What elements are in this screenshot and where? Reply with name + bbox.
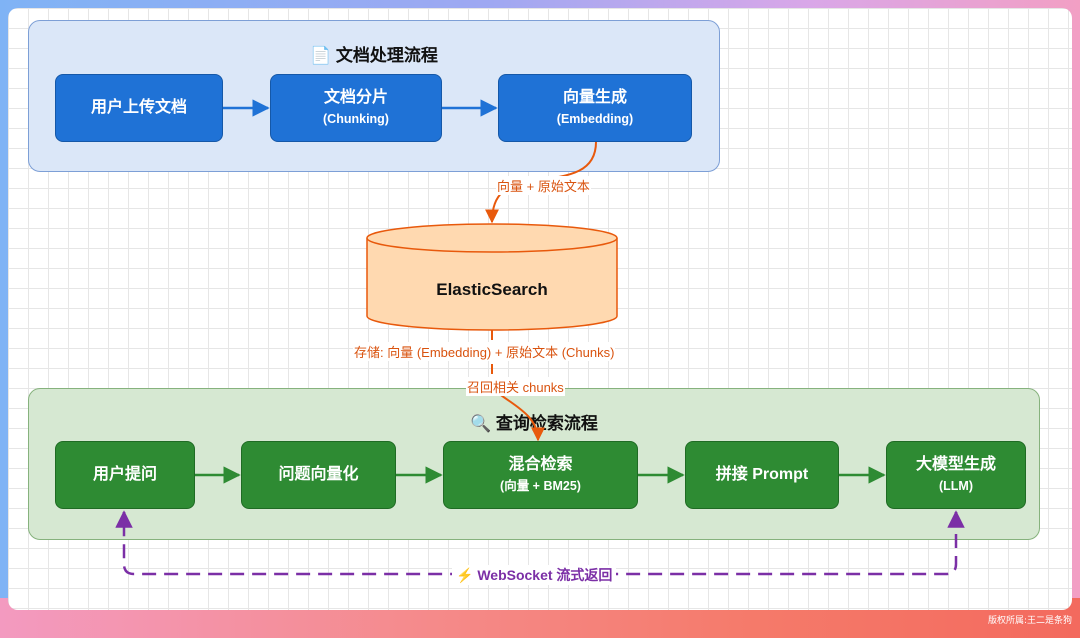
diagram-edges: [115, 99, 965, 576]
node-build-prompt-label: 拼接 Prompt: [715, 466, 809, 483]
node-llm-generate-sublabel: (LLM): [938, 479, 973, 493]
node-chunking-sublabel: (Chunking): [323, 112, 389, 126]
node-hybrid-search-sublabel: (向量 + BM25): [500, 479, 581, 493]
node-hybrid-search[interactable]: 混合检索 (向量 + BM25): [443, 441, 638, 509]
query-group: 🔍 查询检索流程: [28, 388, 1040, 540]
node-hybrid-search-label: 混合检索: [508, 456, 573, 473]
node-question-vectorize-label: 问题向量化: [278, 466, 359, 483]
node-upload-document-label: 用户上传文档: [90, 99, 187, 116]
node-embedding-label: 向量生成: [562, 89, 627, 106]
edge-label-storage: 存储: 向量 (Embedding) + 原始文本 (Chunks): [353, 342, 616, 361]
node-build-prompt[interactable]: 拼接 Prompt: [685, 441, 839, 509]
node-user-question-label: 用户提问: [92, 466, 157, 483]
node-chunking-label: 文档分片: [323, 89, 388, 106]
watermark-text: 版权所属:王二是条狗: [987, 616, 1072, 626]
edge-label-to-es: 向量 + 原始文本: [496, 176, 591, 195]
elasticsearch-label: ElasticSearch: [436, 280, 548, 299]
node-embedding[interactable]: 向量生成 (Embedding): [498, 74, 692, 142]
diagram-canvas: 📄 文档处理流程 🔍 查询检索流程 用户上传文档 文档分片 (Chunking)…: [8, 8, 1072, 610]
node-llm-generate-label: 大模型生成: [915, 456, 996, 473]
node-chunking[interactable]: 文档分片 (Chunking): [270, 74, 442, 142]
node-llm-generate[interactable]: 大模型生成 (LLM): [886, 441, 1026, 509]
node-embedding-sublabel: (Embedding): [556, 112, 634, 126]
node-upload-document[interactable]: 用户上传文档: [55, 74, 223, 142]
node-user-question[interactable]: 用户提问: [55, 441, 195, 509]
elasticsearch-cylinder: [366, 223, 618, 331]
websocket-stream-label: ⚡ WebSocket 流式返回: [452, 565, 617, 585]
edge-label-recall: 召回相关 chunks: [466, 377, 565, 396]
node-question-vectorize[interactable]: 问题向量化: [241, 441, 396, 509]
doc-group-title: 📄 文档处理流程: [310, 46, 438, 65]
